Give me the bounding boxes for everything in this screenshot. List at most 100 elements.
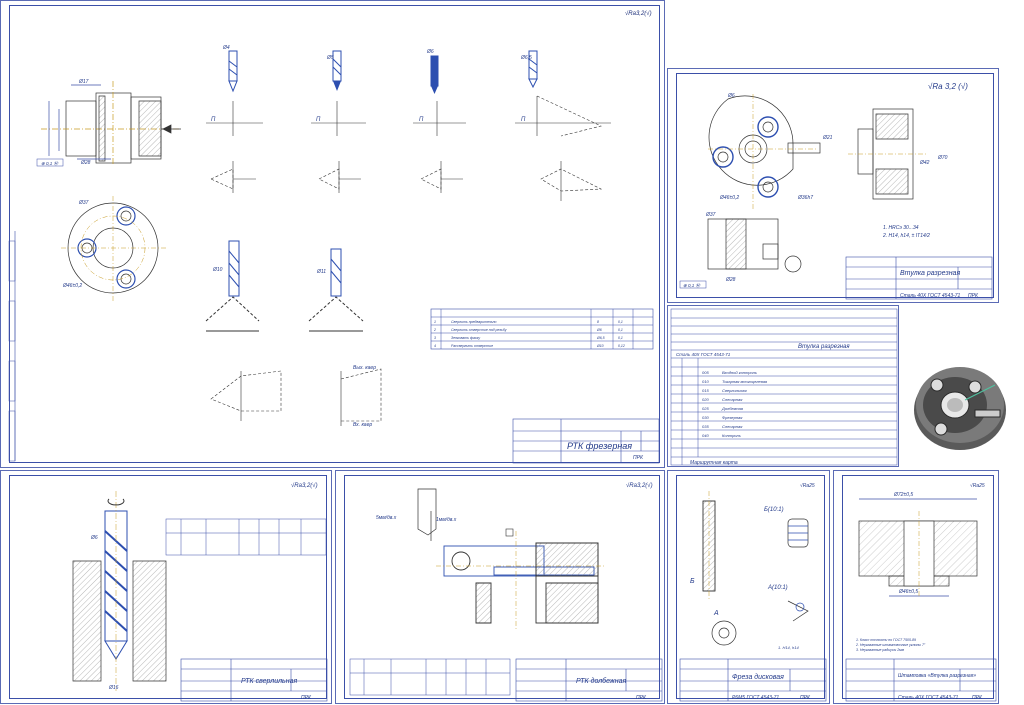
title-block — [845, 658, 997, 702]
note-line: 1. Класс точности по ГОСТ 7505-89 — [856, 638, 916, 642]
sheet-title: РТК долбежная — [576, 677, 626, 685]
slotting-drawing: √Ra3,2(√) 5мм/дв.х 1мм/дв.х — [349, 482, 663, 702]
drilling-params-table — [165, 518, 327, 556]
dim-label: Ø46±0,2 — [719, 195, 739, 201]
roughness-mark: √Ra3,2(√) — [291, 482, 318, 489]
table-cell: 0,1 — [618, 328, 623, 332]
table-cell: 0,1 — [618, 320, 623, 324]
note-line: 2. Неуказанные штамповочные уклоны 7° — [855, 643, 926, 647]
table-cell: Ø6,5 — [596, 336, 605, 340]
tolerance-frame: ⊕ 0,1 Ⓜ — [41, 161, 60, 166]
part-side-section — [848, 108, 928, 200]
op-number: 025 — [702, 406, 709, 411]
sheet-frame — [9, 475, 327, 699]
dim-label: Ø37 — [705, 212, 716, 218]
dim-label: Ø46±0,5 — [898, 589, 918, 595]
op-name: Слесарная — [722, 424, 743, 429]
dim-label: Ø72±0,5 — [893, 492, 913, 498]
tool-label: Ø6 — [90, 535, 98, 541]
op-number: 020 — [702, 397, 709, 402]
dim-label: Ø6 — [727, 93, 735, 99]
org-label: ПРК — [636, 695, 647, 701]
route-ops: 005 Входной контроль 010 Токарная многоц… — [702, 370, 768, 438]
op-name: Входной контроль — [722, 370, 757, 375]
tool-label: Ø11 — [316, 269, 326, 275]
sheet-title: РТК сверлильная — [241, 678, 297, 685]
slotting-params-table — [349, 658, 511, 696]
op-name: Долбежная — [721, 406, 744, 411]
note-line: 3. Неуказанные радиусы 2мм — [856, 648, 905, 652]
table-cell: Сверлить отверстие под резьбу — [451, 328, 507, 332]
axis-diagrams-row1 — [206, 95, 611, 137]
route-title: Втулка разрезная — [798, 344, 850, 350]
note-line: 1. H14, h14 — [778, 645, 799, 650]
dim-label: Ø42 — [919, 160, 930, 166]
axis-label: П — [419, 117, 424, 123]
table-cell: 4 — [434, 344, 436, 348]
route-footer: Маршрутная карта — [690, 460, 738, 466]
table-cell: 0,12 — [618, 344, 625, 348]
milling-drawings: Ø17 Ø28 ⊕ 0,1 Ⓜ Ø46±0,2 Ø37 Ø4 Ø5 — [8, 45, 660, 464]
material-label: Р6М5 ГОСТ 4543-71 — [732, 695, 779, 701]
operations-table — [430, 308, 654, 350]
sheet-forging: √Ra25 Ø72±0,5 Ø46±0,5 1. Класс точности … — [833, 470, 999, 704]
sheet-frame — [676, 73, 994, 298]
sheet-title: РТК фрезерная — [567, 441, 632, 451]
sheet-route-card: Втулка разрезная Сталь 40Х ГОСТ 4543-71 … — [667, 305, 899, 467]
forging-drawing: √Ra25 Ø72±0,5 Ø46±0,5 1. Класс точности … — [845, 482, 997, 702]
dim-label: Ø28 — [725, 277, 736, 283]
feed-label: 5мм/дв.х — [376, 515, 397, 521]
sheet-title: Втулка разрезная — [900, 270, 960, 277]
title-block — [515, 658, 663, 702]
dim-label: Ø37 — [78, 200, 89, 206]
view-label: А(10:1) — [767, 585, 788, 591]
sheet-title: Штамповка «Втулка разрезная» — [898, 673, 976, 679]
table-cell: 0,1 — [618, 336, 623, 340]
org-label: ПРК — [968, 293, 979, 299]
forging-section — [858, 498, 978, 597]
roughness-mark: √Ra3,2(√) — [626, 482, 653, 489]
path-label: Вх. каер — [353, 422, 372, 428]
title-block — [845, 256, 993, 300]
table-cell: Ø10 — [596, 344, 604, 348]
route-material: Сталь 40Х ГОСТ 4543-71 — [676, 352, 731, 357]
sheet-rtk-slotting: √Ra3,2(√) 5мм/дв.х 1мм/дв.х — [335, 470, 665, 704]
axis-diagrams-row3 — [210, 368, 382, 426]
roughness-mark: √Ra25 — [970, 482, 985, 489]
tolerance-frame: ⊕ 0,1 Ⓜ — [683, 283, 702, 288]
slotting-section — [436, 531, 606, 631]
dim-label: Ø46±0,2 — [62, 283, 82, 289]
sheet-frame — [842, 475, 994, 699]
section-mark: Б — [690, 578, 695, 585]
title-block — [180, 658, 328, 702]
roughness-mark: √Ra3,2(√) — [625, 11, 652, 17]
sheet-frame — [9, 5, 660, 463]
drill-tool-row — [228, 50, 538, 94]
op-name: Слесарная — [722, 397, 743, 402]
dim-label: Ø28 — [80, 160, 91, 166]
note-line: 2. H14, h14, ± IT14/2 — [882, 233, 930, 239]
tool-label: Ø5 — [326, 55, 334, 61]
op-number: 040 — [702, 433, 709, 438]
table-cell: 3 — [434, 336, 436, 340]
sheet-rtk-drilling: √Ra3,2(√) Ø6 Ø16 — [0, 470, 332, 704]
part-drawings: √Ra 3,2 (√) Ø46±0,2 Ø21 Ø6 Ø36h7 Ø70 — [679, 82, 993, 300]
sheet-title: Фреза дисковая — [732, 673, 784, 681]
axis-label: П — [316, 117, 321, 123]
op-number: 010 — [702, 379, 709, 384]
drilling-section — [72, 491, 167, 691]
axis-diagrams-row2 — [210, 161, 603, 201]
part-top-view — [708, 94, 821, 209]
dim-label: Ø17 — [78, 79, 89, 85]
op-name: Токарная многоцелевая — [722, 379, 768, 384]
material-label: Сталь 40Х ГОСТ 4543-71 — [900, 293, 960, 299]
axis-label: П — [521, 117, 526, 123]
route-card-table: Втулка разрезная Сталь 40Х ГОСТ 4543-71 … — [670, 308, 898, 466]
op-name: Контроль — [722, 433, 741, 438]
sheet-part-drawing: √Ra 3,2 (√) Ø46±0,2 Ø21 Ø6 Ø36h7 Ø70 — [667, 68, 999, 303]
dim-label: Ø21 — [822, 135, 833, 141]
table-cell: Ø6 — [596, 328, 602, 332]
title-block — [679, 658, 827, 702]
table-cell: Сверлить предварительно — [451, 320, 497, 324]
axis-label: П — [211, 117, 216, 123]
